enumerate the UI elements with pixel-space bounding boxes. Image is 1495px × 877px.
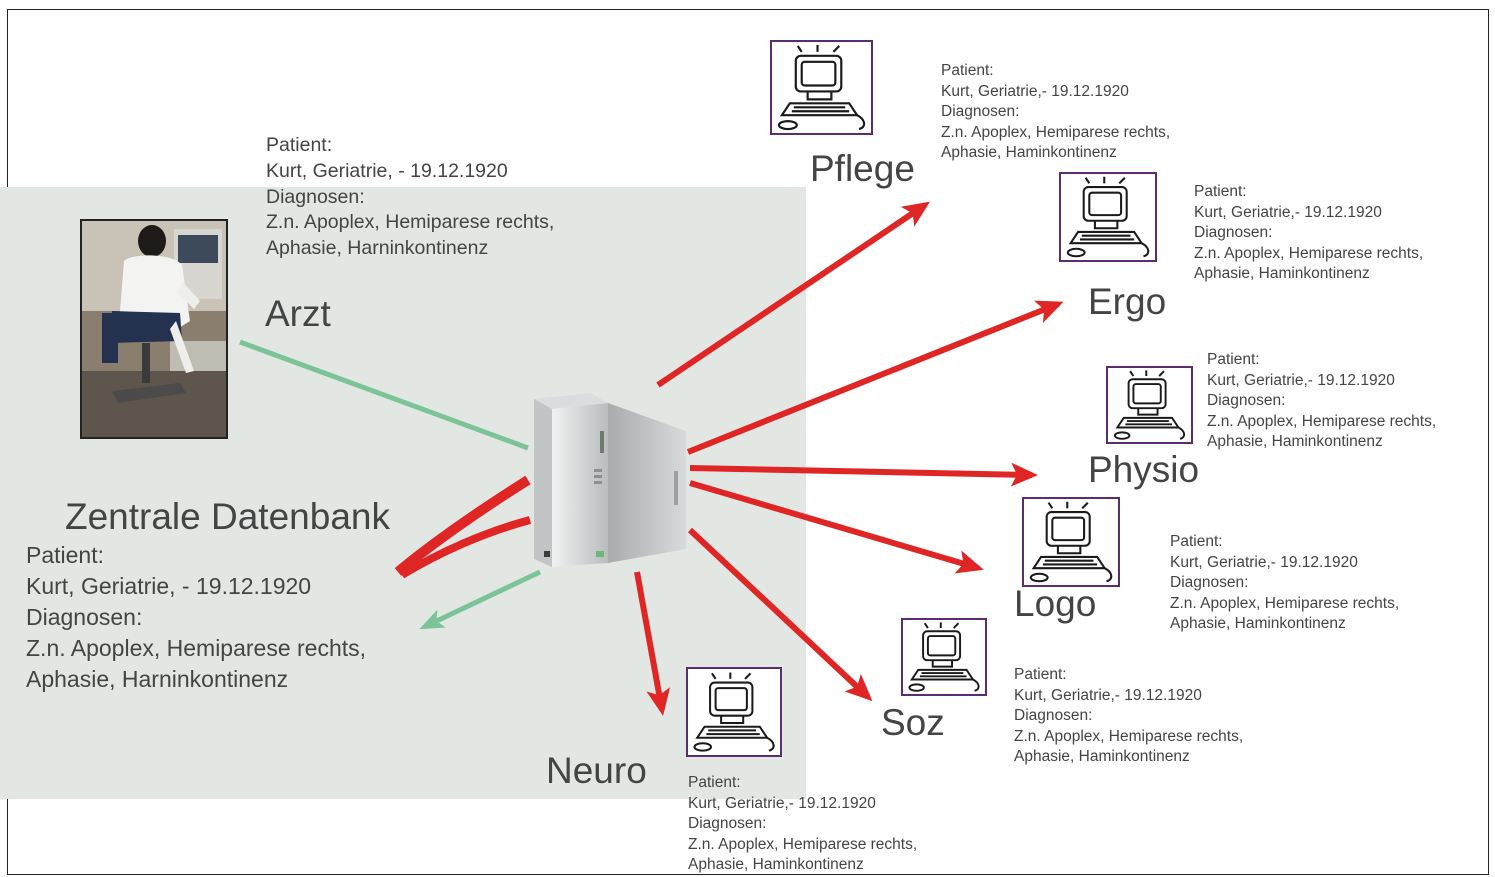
pflege-label: Pflege <box>810 148 915 189</box>
info-line: Kurt, Geriatrie,- 19.12.1920 <box>688 794 876 812</box>
server-tower-icon <box>530 391 690 571</box>
arrow-to-neuro <box>634 571 671 716</box>
pflege-workstation-icon <box>770 40 873 135</box>
arzt-label: Arzt <box>265 293 331 334</box>
info-line: Z.n. Apoplex, Hemiparese rechts, <box>26 635 367 661</box>
info-line: Kurt, Geriatrie, - 19.12.1920 <box>26 573 312 599</box>
info-line: Kurt, Geriatrie,- 19.12.1920 <box>1207 371 1395 389</box>
info-line: Z.n. Apoplex, Hemiparese rechts, <box>1014 727 1244 745</box>
arrow-to-soz <box>687 527 873 702</box>
soz-workstation-icon <box>901 618 987 696</box>
soz-patient-info: Patient: Kurt, Geriatrie,- 19.12.1920 Di… <box>1014 665 1243 768</box>
info-line: Aphasie, Harninkontinenz <box>26 666 289 692</box>
arrow-to-ergo <box>686 300 1064 455</box>
info-line: Diagnosen: <box>266 185 365 208</box>
info-line: Z.n. Apoplex, Hemiparese rechts, <box>688 835 918 853</box>
arrow-to-pflege <box>656 201 930 388</box>
ergo-patient-info: Patient: Kurt, Geriatrie,- 19.12.1920 Di… <box>1194 182 1423 285</box>
info-line: Patient: <box>1207 351 1260 368</box>
info-line: Z.n. Apoplex, Hemiparese rechts, <box>1170 594 1400 612</box>
info-line: Patient: <box>1194 183 1247 200</box>
arrow-to-physio <box>689 462 1038 487</box>
arzt-patient-info: Patient: Kurt, Geriatrie, - 19.12.1920 D… <box>266 133 554 262</box>
info-line: Diagnosen: <box>1170 574 1249 591</box>
neuro-patient-info: Patient: Kurt, Geriatrie,- 19.12.1920 Di… <box>688 773 917 876</box>
info-line: Kurt, Geriatrie,- 19.12.1920 <box>1194 203 1382 221</box>
info-line: Aphasie, Harninkontinenz <box>266 237 489 260</box>
info-line: Diagnosen: <box>688 815 767 832</box>
info-line: Diagnosen: <box>1014 707 1093 724</box>
database-title: Zentrale Datenbank <box>65 496 390 537</box>
info-line: Aphasie, Haminkontinenz <box>1207 433 1383 450</box>
arrow-to-logo <box>689 480 984 574</box>
logo-label: Logo <box>1014 583 1097 624</box>
logo-workstation-icon <box>1022 497 1120 587</box>
arrow-server-to-database-red-1 <box>394 475 531 576</box>
info-line: Patient: <box>266 134 333 156</box>
arrow-server-to-database <box>419 569 542 630</box>
info-line: Z.n. Apoplex, Hemiparese rechts, <box>941 123 1171 141</box>
info-line: Diagnosen: <box>941 103 1020 120</box>
logo-patient-info: Patient: Kurt, Geriatrie,- 19.12.1920 Di… <box>1170 532 1399 635</box>
neuro-label: Neuro <box>546 750 647 791</box>
info-line: Aphasie, Haminkontinenz <box>1014 748 1190 765</box>
doctor-photo <box>80 219 228 439</box>
info-line: Z.n. Apoplex, Hemiparese rechts, <box>1194 244 1424 262</box>
info-line: Aphasie, Haminkontinenz <box>688 856 864 873</box>
info-line: Patient: <box>1170 533 1223 550</box>
ergo-workstation-icon <box>1059 172 1157 262</box>
ergo-label: Ergo <box>1088 281 1167 322</box>
info-line: Aphasie, Haminkontinenz <box>941 144 1117 161</box>
info-line: Kurt, Geriatrie,- 19.12.1920 <box>941 82 1129 100</box>
info-line: Diagnosen: <box>1207 392 1286 409</box>
info-line: Z.n. Apoplex, Hemiparese rechts, <box>266 211 555 234</box>
info-line: Aphasie, Haminkontinenz <box>1194 265 1370 282</box>
physio-label: Physio <box>1088 449 1200 490</box>
info-line: Patient: <box>1014 666 1067 683</box>
neuro-workstation-icon <box>686 667 782 757</box>
arrow-server-to-database-red-2 <box>399 516 532 579</box>
physio-patient-info: Patient: Kurt, Geriatrie,- 19.12.1920 Di… <box>1207 350 1436 453</box>
database-patient-info: Patient: Kurt, Geriatrie, - 19.12.1920 D… <box>26 540 366 695</box>
info-line: Z.n. Apoplex, Hemiparese rechts, <box>1207 412 1437 430</box>
arrow-arzt-to-server <box>239 339 529 451</box>
info-line: Patient: <box>26 542 104 568</box>
info-line: Patient: <box>688 774 741 791</box>
info-line: Diagnosen: <box>1194 224 1273 241</box>
doctor-at-workstation-icon <box>82 221 226 437</box>
info-line: Diagnosen: <box>26 604 143 630</box>
info-line: Kurt, Geriatrie,- 19.12.1920 <box>1014 686 1202 704</box>
info-line: Aphasie, Haminkontinenz <box>1170 615 1346 632</box>
info-line: Patient: <box>941 62 994 79</box>
info-line: Kurt, Geriatrie,- 19.12.1920 <box>1170 553 1358 571</box>
pflege-patient-info: Patient: Kurt, Geriatrie,- 19.12.1920 Di… <box>941 61 1170 164</box>
soz-label: Soz <box>881 702 945 743</box>
physio-workstation-icon <box>1106 366 1193 444</box>
info-line: Kurt, Geriatrie, - 19.12.1920 <box>266 159 508 182</box>
